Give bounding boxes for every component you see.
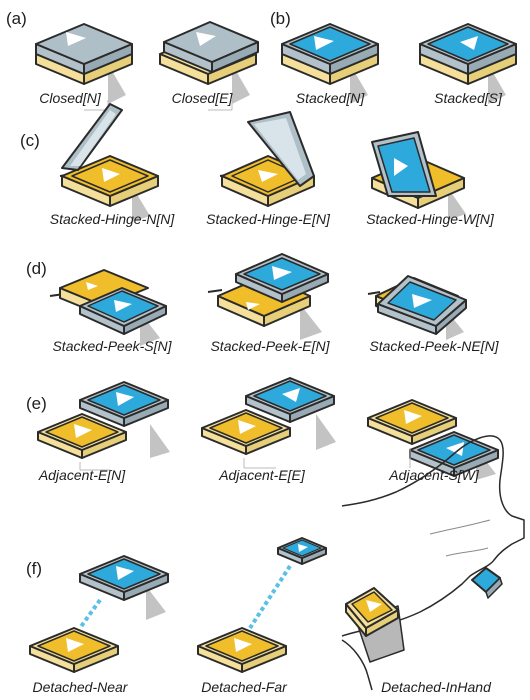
stacked-s-play-icon xyxy=(460,36,478,50)
stacked-peek-s-play-icon xyxy=(114,300,132,312)
stacked-peek-ne-figure: Stacked-Peek-NE[N] xyxy=(367,275,500,354)
stacked-s-label: Stacked[S] xyxy=(434,90,503,106)
stacked-hinge-e-figure: Stacked-Hinge-E[N] xyxy=(206,111,331,227)
stacked-peek-s-play-icon-base xyxy=(86,282,98,290)
finger-line-2 xyxy=(429,519,491,535)
section-e-label: (e) xyxy=(26,394,47,413)
stacked-hinge-n-label: Stacked-Hinge-N[N] xyxy=(50,211,176,227)
stacked-hinge-n-figure: Stacked-Hinge-N[N] xyxy=(50,103,176,227)
stacked-hinge-n-lid-glass xyxy=(70,110,116,166)
stacked-s-figure: Stacked[S] xyxy=(419,23,517,106)
detached-near-link xyxy=(78,598,102,630)
detached-far-link xyxy=(248,564,292,630)
adjacent-e-n-yellow-play-icon xyxy=(74,424,92,438)
closed-e-figure: Closed[E] xyxy=(159,21,259,111)
stacked-peek-e-play-icon-base xyxy=(246,302,260,310)
adjacent-e-n-blue-play-icon xyxy=(116,392,134,406)
adjacent-s-w-label: Adjacent-S[W] xyxy=(388,467,480,483)
stacked-peek-s-label: Stacked-Peek-S[N] xyxy=(52,338,172,354)
stacked-hinge-n-play-icon xyxy=(102,168,120,182)
detached-near-figure: Detached-Near xyxy=(29,555,169,695)
adjacent-e-n-figure: Adjacent-E[N] xyxy=(37,381,170,483)
in-hand-blue-device-side xyxy=(485,577,503,599)
stacked-hinge-w-play-icon xyxy=(394,158,408,176)
detached-far-label: Detached-Far xyxy=(201,679,288,695)
section-b-label: (b) xyxy=(270,9,291,28)
closed-e-shadow xyxy=(232,64,250,104)
closed-e-label: Closed[E] xyxy=(172,90,234,106)
stacked-hinge-e-play-icon xyxy=(258,170,278,182)
section-f-label: (f) xyxy=(26,559,42,578)
arm-outline-lower xyxy=(341,639,373,691)
adjacent-e-e-shadow xyxy=(316,414,336,450)
closed-n-figure: Closed[N] xyxy=(35,23,133,111)
stacked-peek-e-label: Stacked-Peek-E[N] xyxy=(210,338,330,354)
stacked-hinge-w-shadow xyxy=(448,188,466,220)
stacked-hinge-w-figure: Stacked-Hinge-W[N] xyxy=(366,131,495,227)
stacked-n-play-icon xyxy=(314,36,334,50)
section-c-label: (c) xyxy=(20,131,40,150)
adjacent-e-e-label: Adjacent-E[E] xyxy=(218,467,306,483)
stacked-peek-s-figure: Stacked-Peek-S[N] xyxy=(49,269,173,354)
adjacent-e-n-shadow xyxy=(150,424,170,458)
closed-n-label: Closed[N] xyxy=(39,90,102,106)
closed-e-glass-top xyxy=(163,21,259,63)
detached-in-hand-label: Detached-InHand xyxy=(381,679,492,695)
closed-n-glass-top xyxy=(35,23,133,65)
stacked-hinge-e-lid-glass xyxy=(254,118,306,180)
detached-near-yellow-play-icon xyxy=(66,638,84,652)
adjacent-s-w-yellow-play-icon xyxy=(404,410,422,424)
detached-far-figure: Detached-Far xyxy=(197,537,327,695)
closed-n-shadow xyxy=(108,64,126,104)
stacked-peek-e-figure: Stacked-Peek-E[N] xyxy=(207,253,331,354)
detached-far-yellow-play-icon xyxy=(234,638,252,652)
detached-near-shadow xyxy=(146,586,166,620)
stacked-peek-ne-label: Stacked-Peek-NE[N] xyxy=(369,338,499,354)
section-d-label: (d) xyxy=(26,259,47,278)
stacked-peek-e-shadow xyxy=(300,304,322,340)
watch-play-icon xyxy=(366,600,382,612)
section-a-label: (a) xyxy=(6,9,27,28)
stacked-peek-ne-play-icon xyxy=(412,294,432,308)
detached-near-label: Detached-Near xyxy=(33,679,129,695)
closed-e-play-icon xyxy=(196,32,216,46)
finger-line xyxy=(445,547,489,557)
adjacent-e-e-yellow-play-icon xyxy=(238,420,256,434)
detached-in-hand-figure: Detached-InHand xyxy=(341,435,525,695)
detached-near-blue-play-icon xyxy=(116,566,134,580)
closed-n-play-icon xyxy=(66,32,86,46)
stacked-hinge-e-label: Stacked-Hinge-E[N] xyxy=(206,211,331,227)
stacked-n-screen xyxy=(289,26,371,62)
arm-outline xyxy=(341,435,525,637)
detached-far-blue-play-icon xyxy=(298,544,308,552)
adjacent-s-w-figure: Adjacent-S[W] xyxy=(367,399,499,483)
stacked-n-label: Stacked[N] xyxy=(296,90,366,106)
adjacent-e-e-figure: Adjacent-E[E] xyxy=(201,377,336,483)
adjacent-s-w-blue-play-icon xyxy=(446,442,464,456)
adjacent-e-e-blue-play-icon xyxy=(282,388,300,402)
stacked-peek-e-play-icon xyxy=(272,266,292,280)
stacked-n-figure: Stacked[N] xyxy=(281,23,379,106)
adjacent-e-n-label: Adjacent-E[N] xyxy=(38,467,126,483)
stacked-hinge-w-label: Stacked-Hinge-W[N] xyxy=(366,211,495,227)
